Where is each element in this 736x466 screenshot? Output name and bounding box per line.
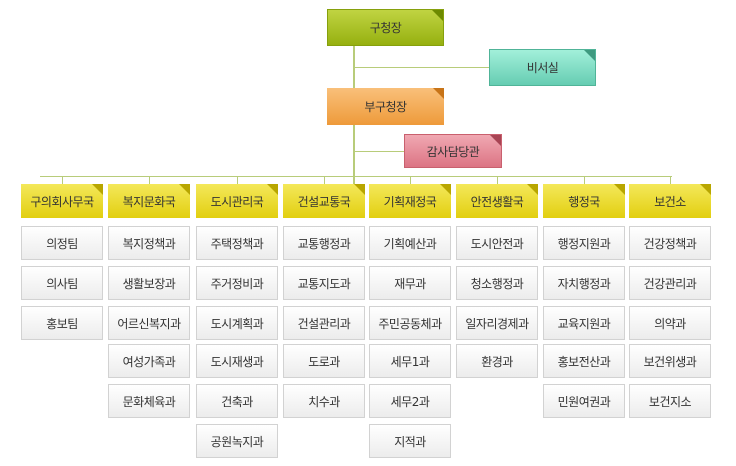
connector-department [584, 176, 585, 184]
team-box[interactable]: 기획예산과 [369, 226, 451, 260]
department-header[interactable]: 기획재정국 [369, 184, 451, 218]
connector-department [237, 176, 238, 184]
team-box[interactable]: 세무2과 [369, 384, 451, 418]
department-header[interactable]: 안전생활국 [456, 184, 538, 218]
team-box[interactable]: 주거정비과 [196, 266, 278, 300]
team-box[interactable]: 행정지원과 [543, 226, 625, 260]
department-header[interactable]: 행정국 [543, 184, 625, 218]
connector-audit [354, 151, 404, 152]
connector-department [410, 176, 411, 184]
team-box[interactable]: 의사팀 [21, 266, 103, 300]
team-box[interactable]: 도시안전과 [456, 226, 538, 260]
team-box[interactable]: 의약과 [629, 306, 711, 340]
department-header[interactable]: 도시관리국 [196, 184, 278, 218]
department-header[interactable]: 복지문화국 [108, 184, 190, 218]
deputy-box[interactable]: 부구청장 [327, 88, 444, 125]
team-box[interactable]: 건설관리과 [283, 306, 365, 340]
team-box[interactable]: 도시계획과 [196, 306, 278, 340]
team-box[interactable]: 도시재생과 [196, 344, 278, 378]
team-box[interactable]: 재무과 [369, 266, 451, 300]
team-box[interactable]: 복지정책과 [108, 226, 190, 260]
team-box[interactable]: 건축과 [196, 384, 278, 418]
connector-department [149, 176, 150, 184]
team-box[interactable]: 주택정책과 [196, 226, 278, 260]
connector-department [670, 176, 671, 184]
team-box[interactable]: 환경과 [456, 344, 538, 378]
team-box[interactable]: 어르신복지과 [108, 306, 190, 340]
team-box[interactable]: 의정팀 [21, 226, 103, 260]
connector-department [497, 176, 498, 184]
team-box[interactable]: 공원녹지과 [196, 424, 278, 458]
team-box[interactable]: 교통지도과 [283, 266, 365, 300]
team-box[interactable]: 주민공동체과 [369, 306, 451, 340]
connector-secretary [354, 67, 490, 68]
team-box[interactable]: 문화체육과 [108, 384, 190, 418]
team-box[interactable]: 교통행정과 [283, 226, 365, 260]
team-box[interactable]: 생활보장과 [108, 266, 190, 300]
department-header[interactable]: 보건소 [629, 184, 711, 218]
connector-horizontal [40, 176, 672, 177]
team-box[interactable]: 여성가족과 [108, 344, 190, 378]
team-box[interactable]: 홍보전산과 [543, 344, 625, 378]
mayor-box[interactable]: 구청장 [327, 9, 444, 46]
team-box[interactable]: 보건위생과 [629, 344, 711, 378]
connector-department [324, 176, 325, 184]
department-header[interactable]: 구의회사무국 [21, 184, 103, 218]
audit-box[interactable]: 감사담당관 [404, 134, 502, 168]
team-box[interactable]: 홍보팀 [21, 306, 103, 340]
team-box[interactable]: 지적과 [369, 424, 451, 458]
department-header[interactable]: 건설교통국 [283, 184, 365, 218]
team-box[interactable]: 세무1과 [369, 344, 451, 378]
connector-department [62, 176, 63, 184]
team-box[interactable]: 일자리경제과 [456, 306, 538, 340]
team-box[interactable]: 건강관리과 [629, 266, 711, 300]
team-box[interactable]: 교육지원과 [543, 306, 625, 340]
team-box[interactable]: 민원여권과 [543, 384, 625, 418]
team-box[interactable]: 도로과 [283, 344, 365, 378]
team-box[interactable]: 청소행정과 [456, 266, 538, 300]
team-box[interactable]: 보건지소 [629, 384, 711, 418]
team-box[interactable]: 치수과 [283, 384, 365, 418]
team-box[interactable]: 자치행정과 [543, 266, 625, 300]
team-box[interactable]: 건강정책과 [629, 226, 711, 260]
secretary-box[interactable]: 비서실 [489, 49, 596, 86]
